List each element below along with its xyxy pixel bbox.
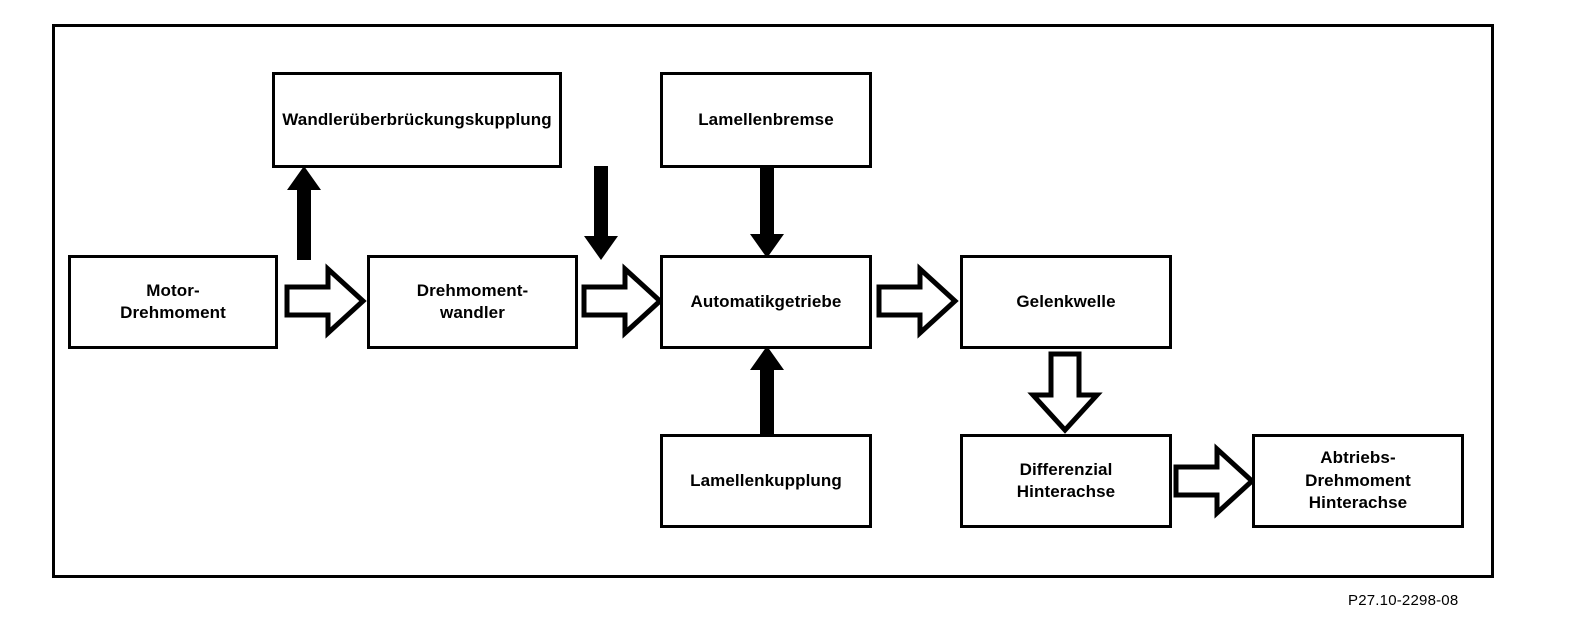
node-differenzial-hinterachse[interactable]: Differenzial Hinterachse (960, 434, 1172, 528)
arrow-lamellenbremse-to-automatikgetriebe-down (750, 166, 784, 258)
node-drehmomentwandler-label: Drehmoment- wandler (416, 280, 529, 322)
node-drehmomentwandler[interactable]: Drehmoment- wandler (367, 255, 578, 349)
node-differenzial-hinterachse-label: Differenzial Hinterachse (1016, 459, 1116, 501)
node-automatikgetriebe-label: Automatikgetriebe (690, 291, 842, 311)
node-wandlerueberbrueckungskupplung[interactable]: Wandlerüberbrückungskupplung (272, 72, 562, 168)
arrow-lamellenkupplung-to-automatikgetriebe-up (750, 346, 784, 438)
arrow-drehmomentwandler-to-automatikgetriebe (581, 263, 664, 339)
node-wandlerueberbrueckungskupplung-label: Wandlerüberbrückungskupplung (282, 109, 552, 129)
diagram-outer-frame (52, 24, 1494, 578)
node-lamellenbremse-label: Lamellenbremse (698, 109, 834, 129)
arrow-gelenkwelle-to-differenzial (1027, 351, 1103, 434)
arrow-motor-to-wandler-up (287, 166, 321, 260)
arrow-wuek-to-drehmomentwandler-down (584, 166, 618, 260)
node-lamellenbremse[interactable]: Lamellenbremse (660, 72, 872, 168)
node-abtriebs-drehmoment-hinterachse-label: Abtriebs- Drehmoment Hinterachse (1305, 448, 1411, 513)
node-lamellenkupplung[interactable]: Lamellenkupplung (660, 434, 872, 528)
diagram-caption: P27.10-2298-08 (1348, 592, 1459, 609)
arrow-differenzial-to-abtriebsdrehmoment (1173, 443, 1256, 519)
node-gelenkwelle-label: Gelenkwelle (1016, 291, 1116, 311)
node-gelenkwelle[interactable]: Gelenkwelle (960, 255, 1172, 349)
node-lamellenkupplung-label: Lamellenkupplung (690, 470, 842, 490)
node-abtriebs-drehmoment-hinterachse[interactable]: Abtriebs- Drehmoment Hinterachse (1252, 434, 1464, 528)
arrow-motor-to-drehmomentwandler (284, 263, 367, 339)
node-motor-drehmoment-label: Motor- Drehmoment (120, 280, 226, 322)
node-motor-drehmoment[interactable]: Motor- Drehmoment (68, 255, 278, 349)
node-automatikgetriebe[interactable]: Automatikgetriebe (660, 255, 872, 349)
arrow-automatikgetriebe-to-gelenkwelle (876, 263, 959, 339)
